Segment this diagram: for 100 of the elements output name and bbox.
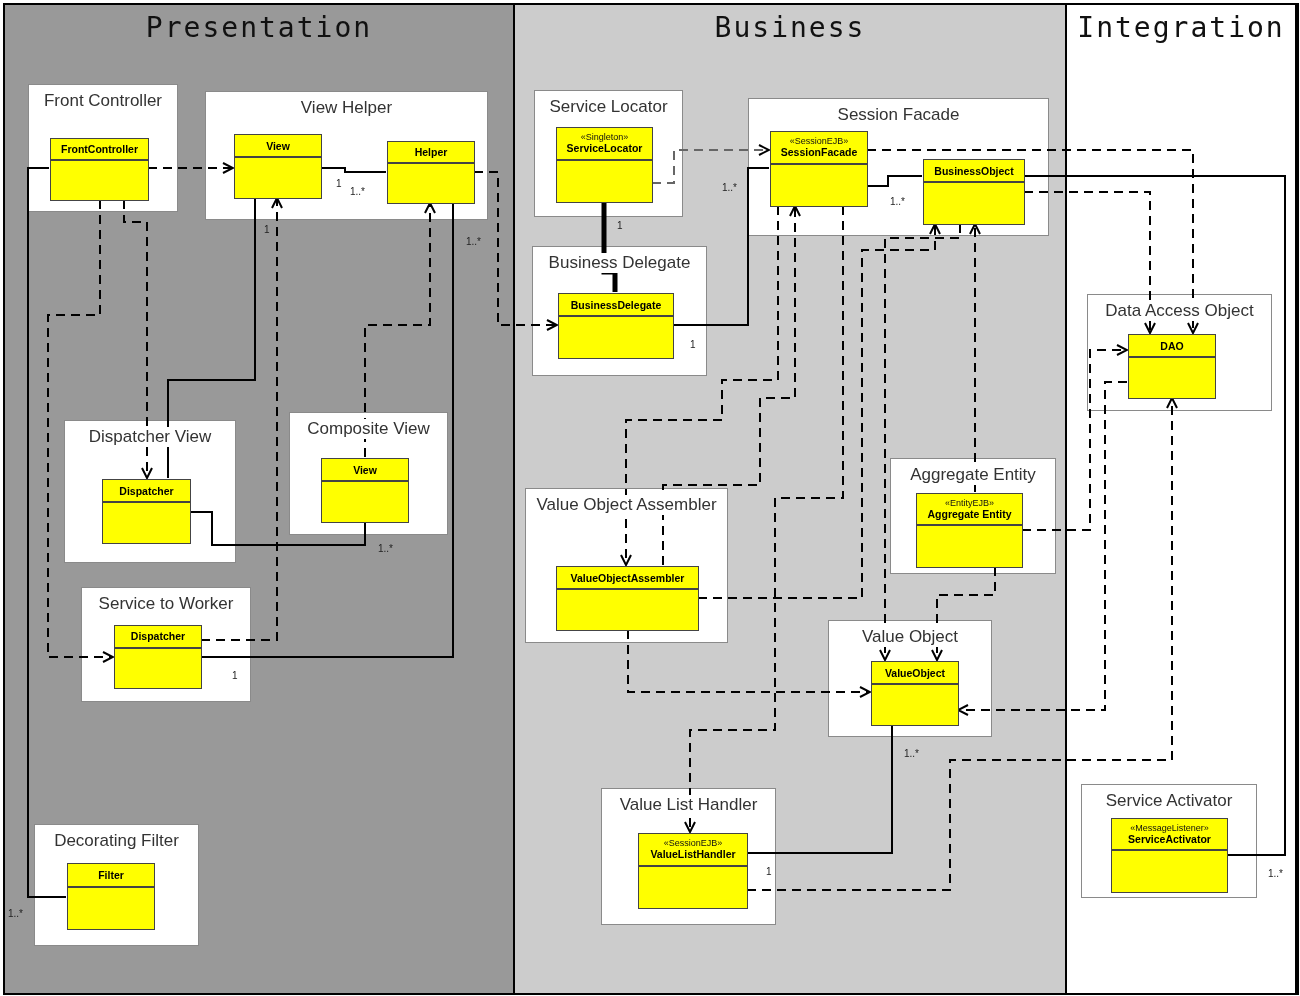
association-line — [320, 167, 387, 173]
dependency-arrow — [627, 629, 871, 698]
multiplicity-label: 1 — [617, 220, 623, 231]
association-line — [672, 167, 770, 326]
pattern-box — [601, 788, 776, 925]
class-name: ValueObject — [884, 666, 946, 679]
class-name: ValueListHandler — [650, 848, 736, 861]
class-name: Dispatcher — [130, 630, 186, 643]
association-line — [1023, 175, 1286, 856]
dependency-arrow — [473, 171, 558, 331]
stereotype-label: «SessionEJB» — [663, 838, 723, 849]
multiplicity-label: 1 — [690, 339, 696, 350]
class-name: ServiceActivator — [1128, 833, 1211, 846]
class-box — [321, 458, 409, 523]
multiplicity-label: 1 — [336, 178, 342, 189]
association-line — [866, 175, 923, 187]
class-box — [638, 833, 748, 909]
multiplicity-label: 1..* — [890, 196, 905, 207]
dependency-arrow — [957, 381, 1128, 716]
class-box — [1111, 818, 1228, 893]
pattern-box — [1087, 294, 1272, 411]
stereotype-label: «MessageListener» — [1130, 823, 1209, 834]
pattern-box — [1081, 784, 1257, 898]
class-box — [114, 625, 202, 689]
tier-title: Integration — [1077, 11, 1285, 44]
class-box — [556, 566, 699, 631]
class-name: BusinessObject — [934, 164, 1014, 177]
tier-title: Business — [714, 11, 866, 44]
dependency-arrow — [620, 205, 779, 566]
dependency-arrow — [1021, 344, 1128, 531]
pattern-title: Aggregate Entity — [907, 465, 1039, 485]
class-box — [102, 479, 191, 544]
dependency-arrow — [879, 223, 961, 661]
dependency-arrow — [684, 205, 844, 833]
dependency-arrow — [364, 202, 436, 458]
stereotype-label: «EntityEJB» — [945, 498, 994, 509]
dependency-arrow — [1023, 191, 1156, 334]
multiplicity-label: 1..* — [378, 543, 393, 554]
class-name: ValueObjectAssembler — [570, 571, 685, 584]
class-name: Aggregate Entity — [927, 508, 1012, 521]
dependency-arrow — [662, 205, 801, 566]
pattern-box — [890, 458, 1056, 574]
class-box — [387, 141, 475, 204]
pattern-title: Value List Handler — [616, 795, 761, 815]
tier-band — [5, 5, 515, 993]
pattern-box — [64, 420, 236, 563]
multiplicity-label: 1 — [264, 224, 270, 235]
pattern-box — [748, 98, 1049, 236]
pattern-title: Value Object Assembler — [533, 495, 720, 515]
dependency-arrow — [931, 566, 996, 661]
tier-title: Presentation — [145, 11, 373, 44]
pattern-box — [532, 246, 707, 376]
association-line — [167, 197, 256, 479]
pattern-box — [828, 620, 992, 737]
dependency-arrow — [651, 144, 770, 184]
class-box — [923, 159, 1025, 225]
class-box — [234, 134, 322, 199]
class-box — [770, 131, 868, 207]
class-box — [556, 127, 653, 203]
class-name: Helper — [414, 146, 448, 159]
pattern-box — [205, 91, 488, 220]
multiplicity-label: 1..* — [904, 748, 919, 759]
multiplicity-label: 1 — [232, 670, 238, 681]
association-line — [27, 167, 67, 898]
dependency-arrow — [147, 162, 234, 174]
dependency-arrow — [200, 197, 283, 641]
multiplicity-label: 1..* — [350, 186, 365, 197]
multiplicity-label: 1..* — [1268, 868, 1283, 879]
dependency-arrow — [866, 149, 1199, 334]
class-box — [558, 293, 674, 359]
class-box — [1128, 334, 1216, 399]
pattern-box — [525, 488, 728, 643]
class-name: Dispatcher — [119, 484, 174, 497]
dependency-arrow — [969, 223, 981, 493]
dependency-arrow — [123, 199, 153, 479]
class-name: ServiceLocator — [566, 142, 643, 155]
pattern-box — [81, 587, 251, 702]
pattern-box — [289, 412, 448, 535]
tier-band — [515, 5, 1067, 993]
class-box — [67, 863, 155, 930]
dependency-arrow — [47, 199, 114, 663]
pattern-box — [28, 84, 178, 212]
pattern-box — [534, 90, 683, 217]
association-line — [746, 724, 893, 854]
association-line — [189, 511, 366, 546]
class-name: FrontController — [61, 143, 138, 156]
association-line — [200, 202, 454, 658]
class-name: BusinessDelegate — [570, 298, 662, 311]
pattern-box — [34, 824, 199, 946]
class-name: View — [266, 139, 290, 152]
multiplicity-label: 1 — [766, 866, 772, 877]
stereotype-label: «SessionEJB» — [789, 136, 849, 147]
class-name: SessionFacade — [780, 146, 858, 159]
dependency-arrow — [746, 397, 1178, 891]
dependency-arrow — [697, 223, 941, 599]
class-name: DAO — [1160, 339, 1184, 352]
stereotype-label: «Singleton» — [580, 132, 629, 143]
multiplicity-label: 1..* — [722, 182, 737, 193]
multiplicity-label: 1..* — [466, 236, 481, 247]
class-box — [916, 493, 1023, 568]
